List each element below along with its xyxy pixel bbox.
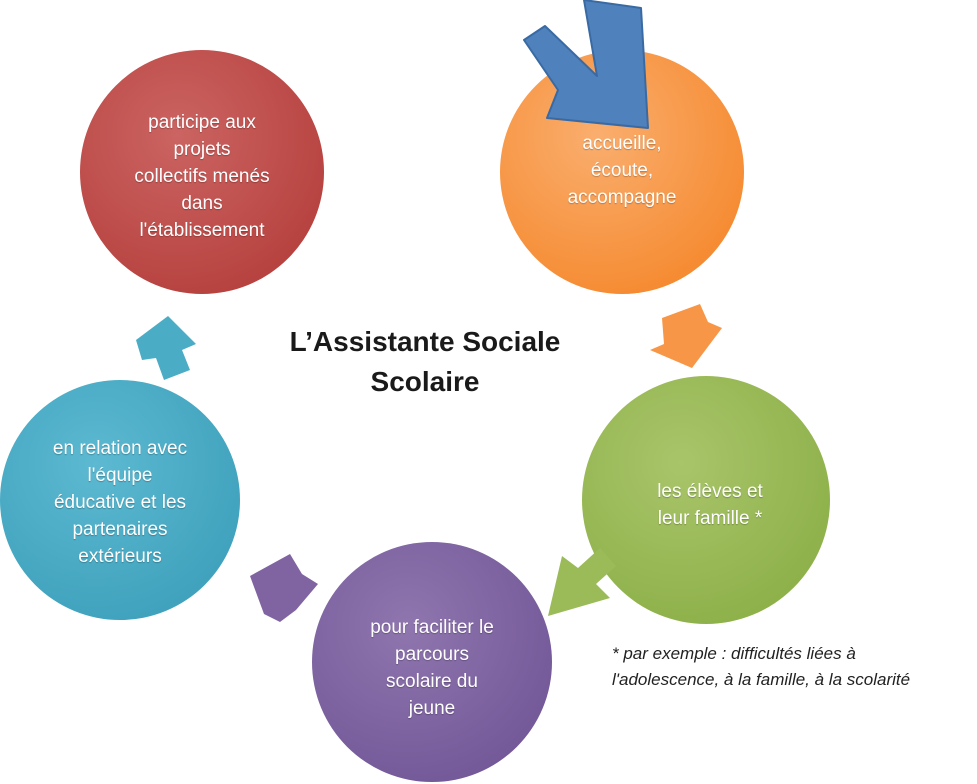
node-participe-text: participe aux projets collectifs menés d… <box>134 111 270 241</box>
node-relation-label: en relation avec l'équipe éducative et l… <box>20 432 220 572</box>
start-arrow-icon <box>523 0 649 129</box>
arrow-up-icon <box>136 316 196 380</box>
node-accueille-text: accueille, écoute, accompagne <box>567 132 677 208</box>
title-line-2: Scolaire <box>370 366 480 397</box>
node-parcours-label: pour faciliter le parcours scolaire du j… <box>337 612 527 724</box>
footnote: * par exemple : difficultés liées à l'ad… <box>612 641 974 693</box>
footnote-line-1: * par exemple : difficultés liées à <box>612 644 856 663</box>
arrow-left-icon <box>250 554 318 622</box>
arrow-down-icon <box>650 304 722 368</box>
circle-participe <box>80 50 324 294</box>
node-accueille-label: accueille, écoute, accompagne <box>532 120 712 220</box>
node-eleves-text: les élèves et leur famille * <box>657 481 763 529</box>
circle-parcours <box>312 542 552 782</box>
circle-eleves <box>582 376 830 624</box>
circle-relation <box>0 380 240 620</box>
footnote-line-2: l'adolescence, à la famille, à la scolar… <box>612 670 911 689</box>
diagram-title: L’Assistante Sociale Scolaire <box>240 322 610 402</box>
node-participe-label: participe aux projets collectifs menés d… <box>102 106 302 246</box>
title-line-1: L’Assistante Sociale <box>289 326 561 357</box>
node-parcours-text: pour faciliter le parcours scolaire du j… <box>370 617 494 719</box>
node-relation-text: en relation avec l'équipe éducative et l… <box>52 437 188 567</box>
arrow-down-left-icon <box>548 548 616 616</box>
node-eleves-label: les élèves et leur famille * <box>620 470 800 540</box>
